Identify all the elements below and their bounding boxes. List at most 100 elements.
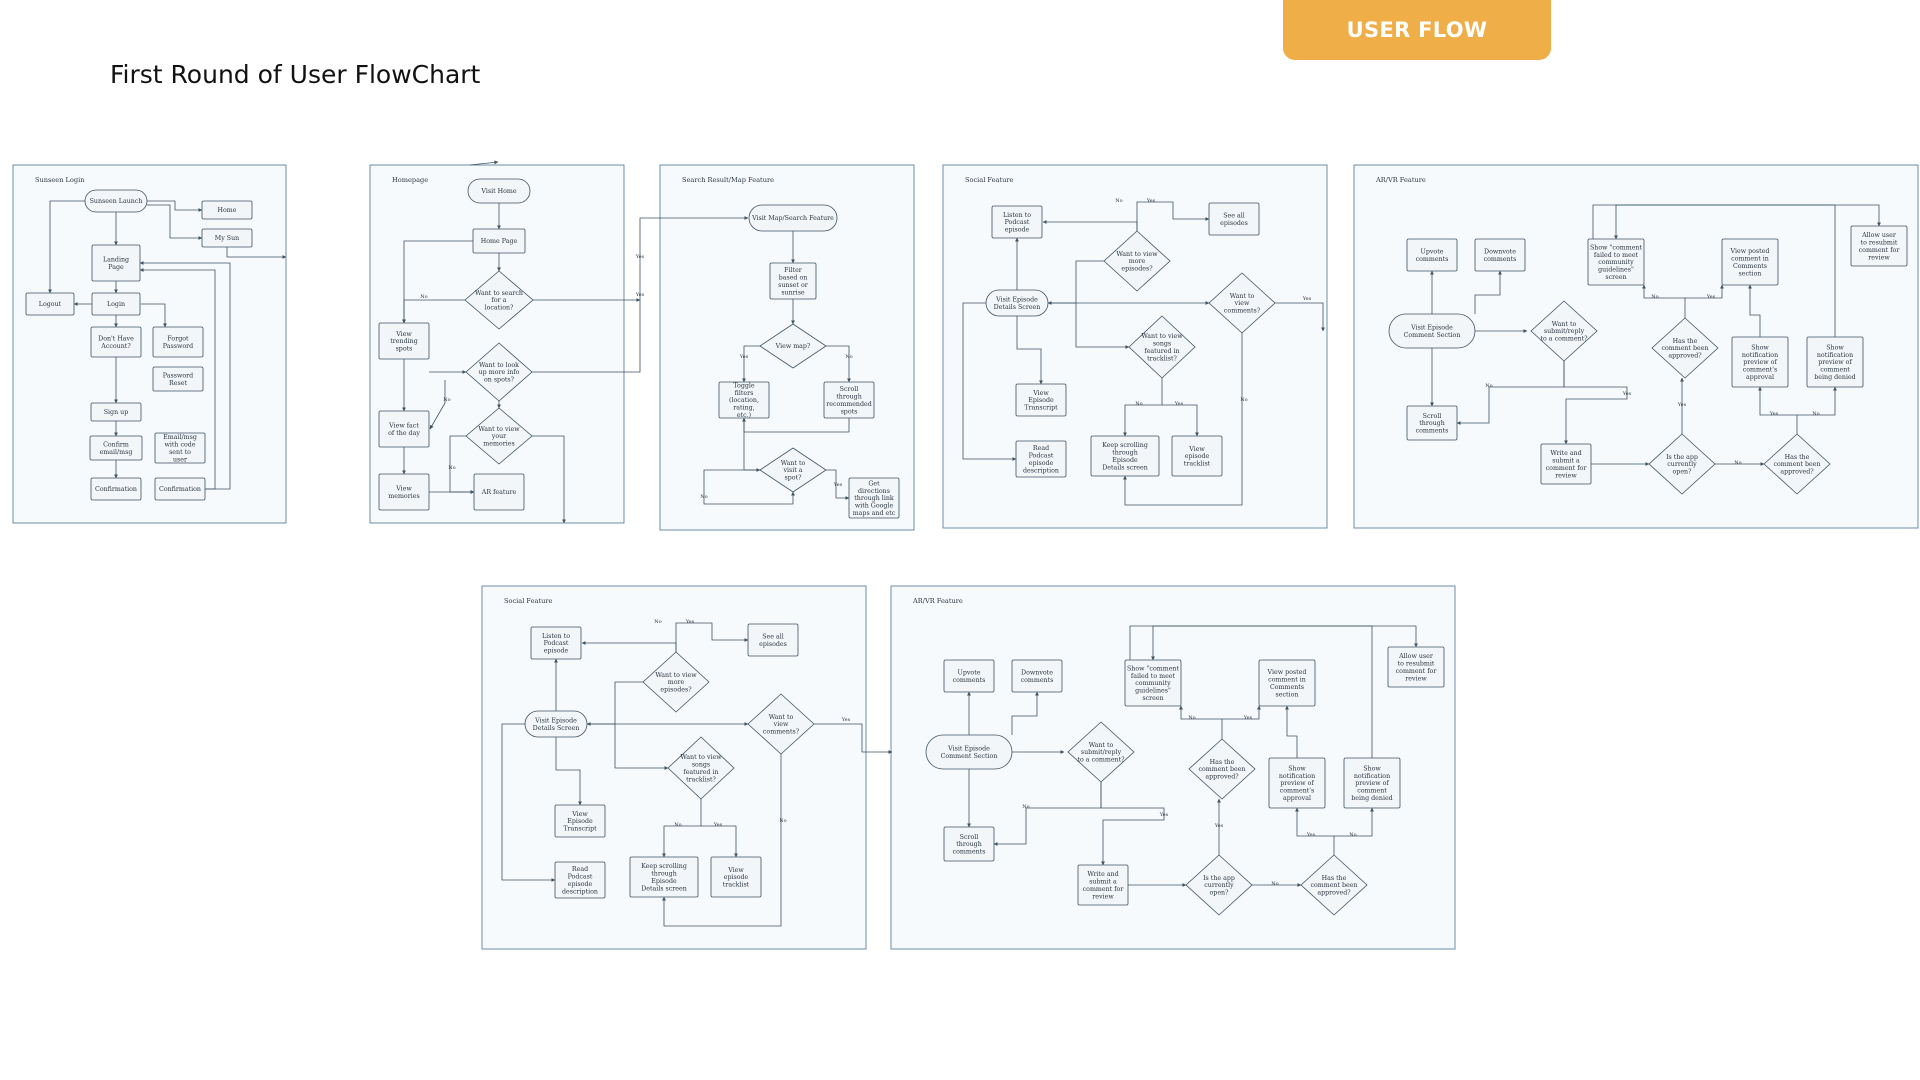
node-label: Sign up [104,409,129,416]
flow-arrow [469,160,499,166]
process-shape [91,292,141,316]
decision-shape [1648,433,1716,495]
node-label: Visit Home [480,188,516,195]
process-shape [1258,659,1316,707]
edge-label: No [1022,804,1029,810]
flow-arrow [226,247,287,259]
edge-label: Yes [635,254,645,260]
node-label: Confirmation [159,486,201,493]
process-shape [1208,202,1260,236]
process-shape [1587,238,1645,286]
flow-arrow [1222,705,1261,720]
edge-label: Yes [739,354,749,360]
process-shape [1124,659,1182,707]
flow-arrow [742,417,850,433]
node-label: Login [107,301,125,308]
edge-label: No [1651,294,1658,300]
flow-node-login-launch: Sunseen Launch [84,189,148,213]
edge-label: Yes [1159,812,1169,818]
process-shape [554,861,606,899]
panel-title: AR/VR Feature [912,597,963,605]
panel-title: Homepage [392,176,428,184]
process-shape [472,228,526,254]
process-shape [718,381,770,419]
flow-node-login-logout: Logout [25,292,75,316]
process-shape [1090,435,1160,477]
flow-node-login-mysun: My Sun [201,228,253,248]
process-shape [1806,336,1864,388]
process-shape [378,473,430,511]
flow-arrow [1685,284,1724,299]
flow-arrow [1123,333,1243,506]
flow-arrow [675,622,749,652]
flow-node-home-ar: AR feature [473,473,525,511]
edge-label: No [1188,715,1195,721]
flow-arrow [555,737,582,806]
flow-node-login-confirmation2: Confirmation [154,477,206,501]
process-shape [943,826,995,862]
flow-arrow [703,469,795,505]
node-label: Visit Map/Search Feature [751,215,834,222]
process-shape [152,366,204,392]
edge-label: No [420,294,427,300]
process-shape [1387,646,1445,688]
process-shape [530,626,582,660]
edge-label: Yes [1622,391,1632,397]
flow-arrow [1011,691,1039,735]
decision-shape [1300,854,1368,916]
process-shape [629,856,699,898]
edge-label: Yes [1146,198,1156,204]
process-shape [1015,440,1067,478]
decision-shape [759,323,827,369]
panel-title: Social Feature [504,597,553,605]
flow-arrow [1100,782,1165,866]
flow-arrow [1295,807,1335,855]
node-label: My Sun [215,235,239,242]
process-shape [943,659,995,693]
